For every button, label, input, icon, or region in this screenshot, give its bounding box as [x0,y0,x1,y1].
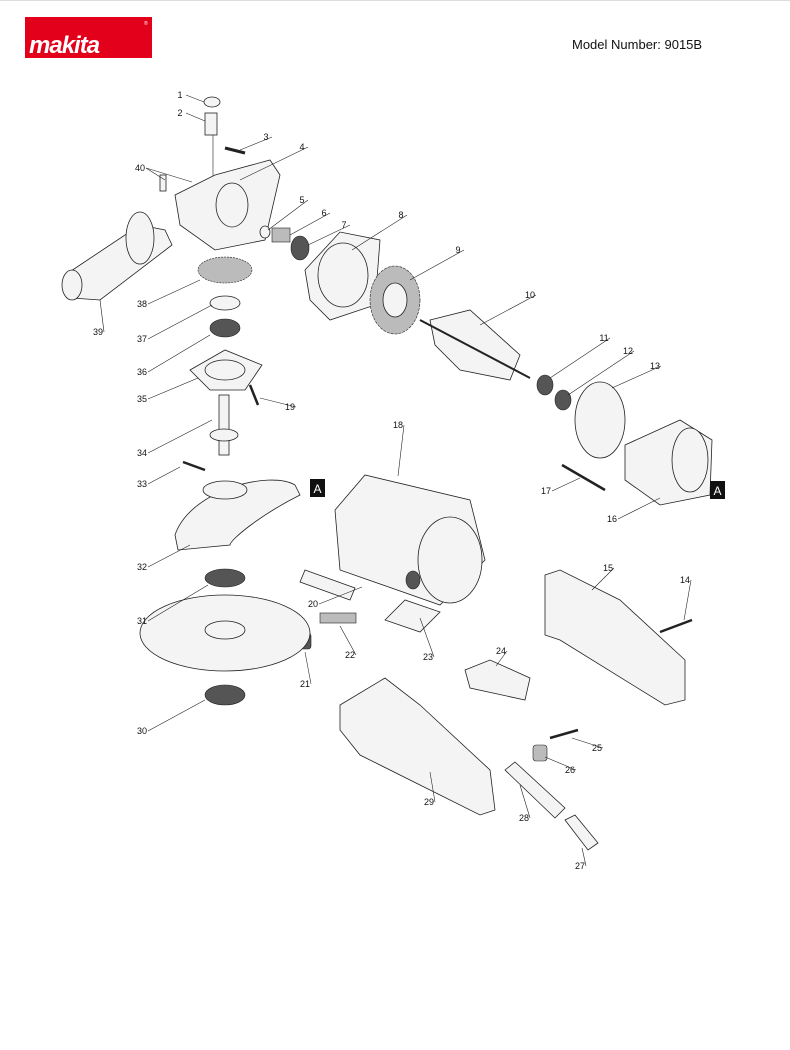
leader-line-7 [307,224,351,246]
marker-a-right: A [710,481,725,499]
leader-line-35 [147,377,199,400]
leader-line-29 [429,771,436,803]
leader-line-17 [551,477,581,492]
part-label-23: 23 [423,652,433,662]
leader-lines [99,94,692,867]
part-label-19: 19 [285,402,295,412]
part-label-1: 1 [177,90,182,100]
part-label-32: 32 [137,562,147,572]
part-label-7: 7 [341,220,346,230]
leader-line-25 [571,737,604,749]
part-label-3: 3 [263,132,268,142]
part-label-25: 25 [592,743,602,753]
part-label-5: 5 [299,195,304,205]
leader-line-14 [683,579,692,621]
leader-line-32 [147,544,191,568]
part-label-21: 21 [300,679,310,689]
part-label-6: 6 [321,208,326,218]
part-label-27: 27 [575,861,585,871]
part-label-30: 30 [137,726,147,736]
leader-line-9 [409,249,465,281]
leader-line-5 [267,199,309,231]
part-label-11: 11 [599,333,608,343]
leader-line-23 [419,617,435,658]
part-label-8: 8 [398,210,403,220]
part-label-33: 33 [137,479,147,489]
part-label-38: 38 [137,299,147,309]
leader-line-31 [147,584,209,622]
part-label-36: 36 [137,367,147,377]
leader-line-4 [239,146,309,181]
part-label-40: 40 [135,163,145,173]
leader-line-38 [147,279,201,305]
leader-line-20 [318,586,363,605]
part-label-37: 37 [137,334,147,344]
leader-line-37 [147,304,213,340]
leader-line-24 [495,650,508,667]
part-label-35: 35 [137,394,147,404]
leader-line-21 [304,651,312,685]
part-label-12: 12 [623,346,633,356]
part-label-29: 29 [424,797,434,807]
part-label-34: 34 [137,448,147,458]
leader-line-34 [147,419,213,454]
part-label-17: 17 [541,486,551,496]
leader-line-1 [185,94,205,103]
part-label-13: 13 [650,361,660,371]
makita-logo: makita ® [25,17,152,58]
part-label-9: 9 [455,245,460,255]
part-label-22: 22 [345,650,355,660]
part-label-10: 10 [525,290,535,300]
leader-line-18 [397,424,405,477]
leader-line-3 [239,136,273,151]
leader-line-10 [479,294,537,326]
part-label-28: 28 [519,813,529,823]
leader-line-15 [591,567,615,591]
part-label-24: 24 [496,646,506,656]
leader-line-40 [145,167,166,181]
part-label-26: 26 [565,765,575,775]
part-label-2: 2 [177,108,182,118]
part-label-16: 16 [607,514,617,524]
leader-line-36 [147,334,211,373]
leader-line-11 [549,337,611,379]
part-label-18: 18 [393,420,403,430]
leader-line-8 [351,214,408,251]
top-border [0,0,790,1]
svg-text:A: A [313,482,321,496]
model-number: Model Number: 9015B [572,37,703,52]
svg-text:makita: makita [29,32,100,58]
marker-a-left: A [310,479,325,497]
part-label-15: 15 [603,563,613,573]
leader-line-39 [99,299,105,333]
leader-line-2 [185,112,206,122]
leader-line-19 [259,397,297,408]
leader-line-6 [289,212,331,236]
svg-text:®: ® [144,20,148,27]
part-label-4: 4 [299,142,304,152]
part-shapes [61,96,713,851]
leader-line-22 [339,625,357,656]
part-label-20: 20 [308,599,318,609]
svg-text:A: A [713,484,721,498]
part-label-39: 39 [93,327,103,337]
part-label-14: 14 [680,575,690,585]
leader-line-28 [519,784,531,819]
leader-line-40 [145,167,193,183]
leader-line-33 [147,466,181,485]
part-label-31: 31 [137,616,147,626]
leader-line-30 [147,699,206,732]
leader-line-16 [617,497,661,520]
leader-line-27 [581,847,587,867]
leader-line-12 [567,350,635,396]
leader-line-26 [544,756,577,771]
leader-line-13 [611,365,662,389]
